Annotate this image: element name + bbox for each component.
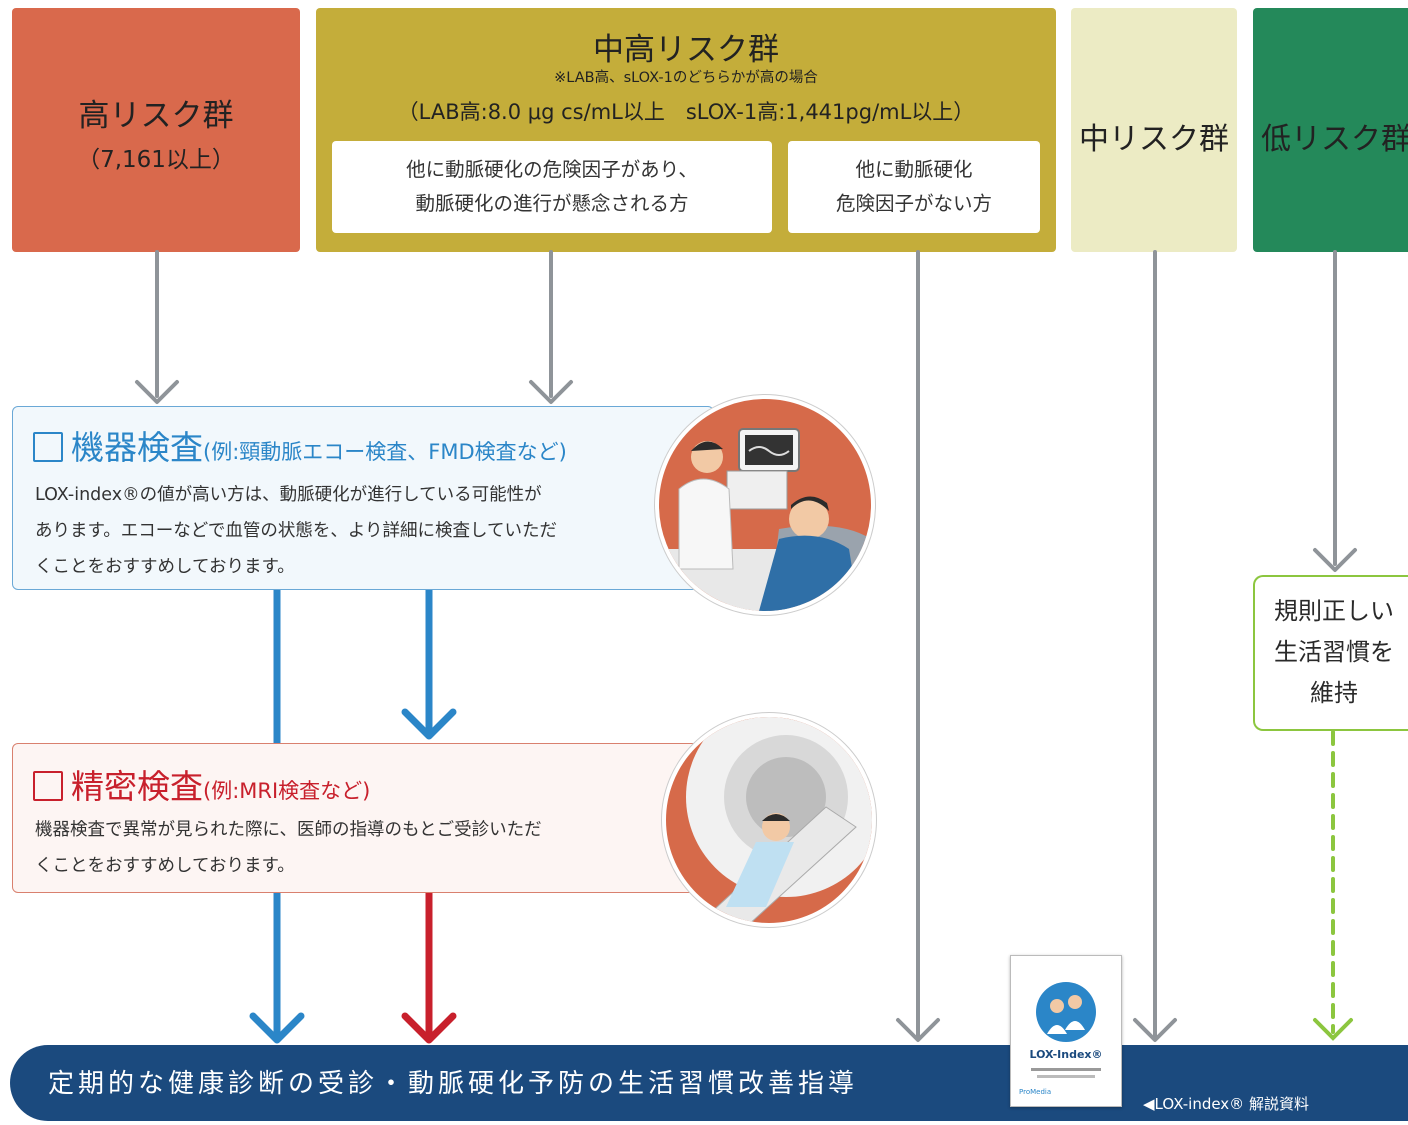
red-arrowhead-bar <box>401 1012 457 1044</box>
blue-arrowhead-bar <box>249 1012 305 1044</box>
lifestyle-line3: 維持 <box>1310 679 1358 707</box>
high-risk-threshold: （7,161以上） <box>77 147 235 173</box>
midhigh-sub-right-line1: 他に動脈硬化 <box>855 158 973 181</box>
mid-risk-title: 中リスク群 <box>1079 122 1229 157</box>
ultrasound-scene-icon <box>659 428 871 611</box>
detailed-exam-example: (例:MRI検査など) <box>203 779 371 803</box>
brochure-publisher: ProMedia <box>1019 1088 1052 1096</box>
mid-risk-box: 中リスク群 <box>1071 8 1237 252</box>
midhigh-risk-note: ※LAB高、sLOX-1のどちらかが高の場合 <box>554 70 818 86</box>
lifestyle-line2: 生活習慣を <box>1274 638 1394 666</box>
guidance-text: 定期的な健康診断の受診・動脈硬化予防の生活習慣改善指導 <box>48 1069 859 1099</box>
low-risk-box: 低リスク群 <box>1253 8 1408 252</box>
arrowhead-low <box>1313 548 1357 572</box>
high-risk-box: 高リスク群 （7,161以上） <box>12 8 300 252</box>
brochure-caption: ◀LOX-index® 解説資料 <box>1143 1095 1309 1113</box>
detailed-exam-panel: 精密検査(例:MRI検査など) 機器検査で異常が見られた際に、医師の指導のもとご… <box>12 743 714 893</box>
blue-arrowhead-detailed <box>401 708 457 740</box>
arrowhead-high <box>135 380 179 404</box>
detailed-exam-body-line2: くことをおすすめしております。 <box>35 856 295 876</box>
low-risk-title: 低リスク群 <box>1261 122 1408 157</box>
midhigh-sub-left-line1: 他に動脈硬化の危険因子があり、 <box>406 158 698 181</box>
guidance-bar: 定期的な健康診断の受診・動脈硬化予防の生活習慣改善指導 ◀LOX-index® … <box>10 1045 1408 1121</box>
detailed-exam-body: 機器検査で異常が見られた際に、医師の指導のもとご受診いただ くことをおすすめして… <box>35 812 542 884</box>
arrowhead-midhigh <box>529 380 573 404</box>
green-arrowhead <box>1313 1018 1353 1041</box>
checkbox-icon <box>33 771 63 801</box>
device-exam-body: LOX-index®の値が高い方は、動脈硬化が進行している可能性が あります。エ… <box>35 477 557 585</box>
lifestyle-line1: 規則正しい <box>1274 597 1394 625</box>
midhigh-sub-left-line2: 動脈硬化の進行が懸念される方 <box>415 192 689 215</box>
midhigh-sub-no-risk-factors: 他に動脈硬化 危険因子がない方 <box>788 141 1040 233</box>
lox-index-brochure-thumbnail: LOX-Index® ProMedia <box>1010 955 1122 1107</box>
midhigh-risk-title: 中高リスク群 <box>593 32 779 68</box>
detailed-exam-body-line1: 機器検査で異常が見られた際に、医師の指導のもとご受診いただ <box>35 820 542 840</box>
device-exam-body-line2: あります。エコーなどで血管の状態を、より詳細に検査していただ <box>35 521 558 541</box>
device-exam-body-line1: LOX-index®の値が高い方は、動脈硬化が進行している可能性が <box>35 485 542 505</box>
detailed-exam-title: 精密検査 <box>71 767 203 806</box>
device-exam-panel: 機器検査(例:頸動脈エコー検査、FMD検査など) LOX-index®の値が高い… <box>12 406 714 590</box>
midhigh-risk-box: 中高リスク群 ※LAB高、sLOX-1のどちらかが高の場合 （LAB高:8.0 … <box>316 8 1056 252</box>
midhigh-sub-risk-factors: 他に動脈硬化の危険因子があり、 動脈硬化の進行が懸念される方 <box>332 141 772 233</box>
brochure-brand: LOX-Index® <box>1029 1048 1103 1061</box>
echo-exam-illustration <box>655 395 875 615</box>
arrowhead-mid <box>1133 1018 1177 1042</box>
high-risk-title: 高リスク群 <box>78 98 234 134</box>
midhigh-sub-right-line2: 危険因子がない方 <box>835 192 992 215</box>
mri-exam-illustration <box>662 713 876 927</box>
device-exam-title: 機器検査 <box>71 428 203 467</box>
brochure-cover-icon <box>1031 982 1101 1078</box>
device-exam-heading: 機器検査(例:頸動脈エコー検査、FMD検査など) <box>33 421 567 469</box>
detailed-exam-heading: 精密検査(例:MRI検査など) <box>33 760 370 808</box>
mri-scanner-icon <box>686 717 872 923</box>
checkbox-icon <box>33 432 63 462</box>
midhigh-risk-criteria: （LAB高:8.0 μg cs/mL以上 sLOX-1高:1,441pg/mL以… <box>397 100 975 124</box>
maintain-lifestyle-box: 規則正しい 生活習慣を 維持 <box>1253 575 1408 731</box>
arrowhead-nofactor <box>896 1018 940 1042</box>
device-exam-example: (例:頸動脈エコー検査、FMD検査など) <box>203 440 567 464</box>
device-exam-body-line3: くことをおすすめしております。 <box>35 557 295 577</box>
